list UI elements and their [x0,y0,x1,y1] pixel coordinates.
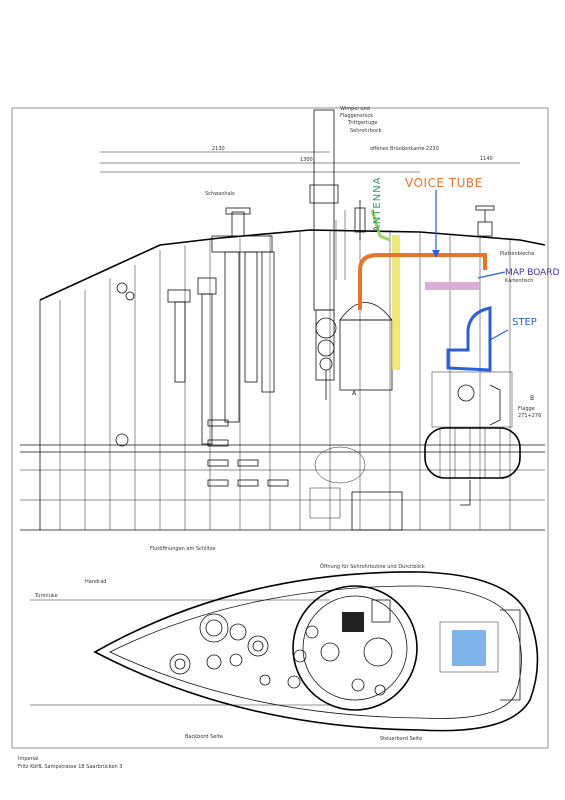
side-elevation-view: 2130 1300 offenes Brückenkante 2230 1140 [20,106,560,552]
step-outline [446,306,492,372]
turm-luke-label: Turmluke [34,593,58,599]
pressure-tank [424,427,521,479]
flutoeffnungen-label: Flutöffnungen am Schlitze [150,546,215,552]
kartentisch-label: Kartentisch [505,278,533,284]
mast-note4: Sehrohrbock [350,128,382,134]
footer-publisher: Fritz KöHL Sampstrasse 18 Saarbrücken 3 [18,764,122,770]
antenna-highlight [392,235,400,370]
step-plan-highlight [452,630,486,666]
map-board-highlight [425,282,480,290]
steuerbord-label: Steuerbord Seite [380,736,422,742]
map-board-label: MAP BOARD [505,268,560,278]
turm-oeffnung-label: Öffnung für Sehrohrbuhne und Durchblick [320,563,425,570]
dim-right-label: offenes Brückenkante 2230 [370,146,439,152]
antenna-cable [370,209,391,242]
plan-view: Turmluke Öffnung für Sehrohrbuhne und Du… [30,563,539,742]
schwan-label: Schwanhals [205,191,235,197]
flagge-note2: 271+276 [518,413,541,419]
antenna-label: ANTENNA [372,176,383,232]
voice-tube-label: VOICE TUBE [405,176,483,190]
main-hatch-circle [292,585,418,711]
mast-note1: Wimpel und [340,106,370,112]
handrad-label: Handrad [85,579,106,585]
flagge-note: Flagge [518,406,535,412]
step-label: STEP [512,317,537,328]
dim-right2-label: 1140 [480,156,493,162]
section-a-label: A [352,390,357,397]
dim-top-label: 2130 [212,146,225,152]
mast-note3: Trittgertuge [347,120,377,126]
footer-imperial: Imperial [18,756,39,762]
dim-mid-label: 1300 [300,157,313,163]
mast-note2: Flaggenstock [340,113,373,119]
backbord-label: Backbord Seite [185,734,223,740]
section-b-label: B [530,395,534,402]
platten-label: Plattenbleche [500,251,534,257]
voice-tube-line [358,253,487,310]
